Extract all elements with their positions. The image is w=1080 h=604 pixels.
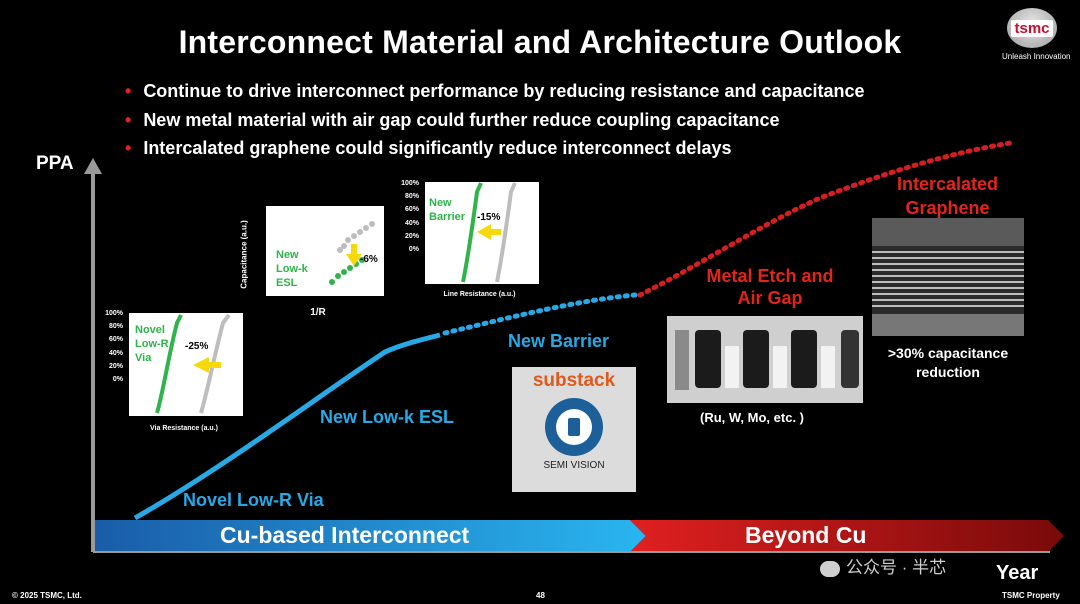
air-gap-tem-image [667,316,863,403]
inset-barrier-yticks: 100%80%60% 40%20%0% [401,180,419,253]
bullet-list: Continue to drive interconnect performan… [125,77,865,163]
inset-esl-ylabel: Capacitance (a.u.) [239,220,249,289]
inset-barrier-cdf-curves [461,182,517,283]
wechat-watermark: 公众号 · 半芯 [820,553,946,578]
inset-barrier-delta: -15% [477,212,501,223]
inset-esl-xlabel: 1/R [310,307,326,318]
yellow-arrow-icon [346,244,362,266]
bullet-item: Intercalated graphene could significantl… [125,134,865,163]
tsmc-logo: tsmc Unleash Innovation [1002,8,1071,61]
beyond-cu-phase-bar [630,520,1064,552]
tsmc-logo-mark: tsmc [1007,8,1057,48]
x-axis-label: Year [996,562,1039,584]
beyond-cu-trend-dotted [637,140,1013,298]
inset-via-yticks: 100%80%60% 40%20%0% [105,310,123,383]
label-new-barrier: New Barrier [508,331,610,351]
label-new-low-k-esl: New Low-k ESL [320,407,455,427]
y-axis-arrow-icon [84,158,102,174]
cu-trend-dotted [442,292,638,336]
bullet-item: Continue to drive interconnect performan… [125,77,864,106]
graphene-tem-image [872,218,1024,336]
semi-vision-watermark: substack SEMI VISION [512,367,636,492]
footer-page-number: 48 [536,591,545,600]
yellow-arrow-icon [477,224,501,240]
wechat-icon [820,560,840,577]
inset-via-cdf-curves [155,313,231,414]
bullet-item: New metal material with air gap could fu… [125,106,865,135]
tsmc-tagline: Unleash Innovation [1002,52,1071,61]
label-novel-low-r-via: Novel Low-R Via [183,490,324,510]
inset-esl-scatter [329,221,375,285]
cu-phase-label: Cu-based Interconnect [220,522,470,548]
inset-esl-delta: -6% [360,254,378,265]
inset-via-delta: -25% [185,341,209,352]
y-axis-label: PPA [36,153,74,174]
inset-barrier-xlabel: Line Resistance (a.u.) [443,291,516,298]
footer-copyright: © 2025 TSMC, Ltd. [12,591,82,600]
cu-trend-line [133,332,441,521]
beyond-cu-phase-label: Beyond Cu [745,522,867,548]
cu-based-phase-bar [95,520,646,552]
inset-via-xlabel: Via Resistance (a.u.) [150,425,218,432]
semi-vision-name: SEMI VISION [543,460,605,471]
substack-logo: substack [532,370,616,391]
semi-vision-logo-icon [545,398,603,456]
caption-metal-etch: (Ru, W, Mo, etc. ) [700,410,804,425]
footer-property: TSMC Property [1002,591,1060,600]
slide-title: Interconnect Material and Architecture O… [178,24,902,60]
yellow-arrow-icon [193,357,221,373]
